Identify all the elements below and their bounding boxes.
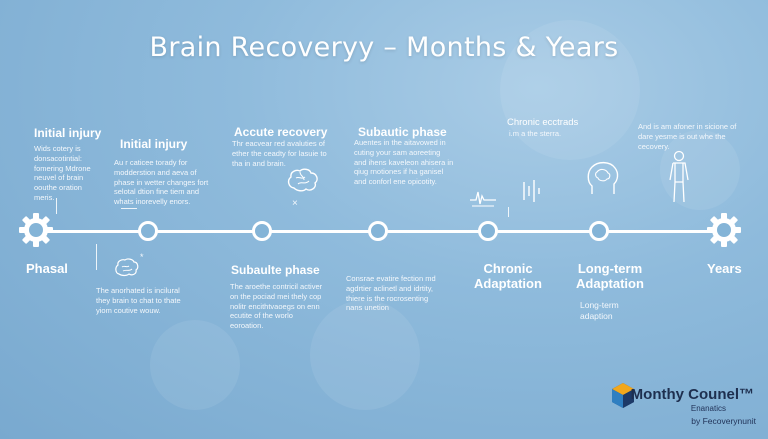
brand-byline: by Fecoverynunit [691, 416, 756, 426]
brand-name: Monthy Counel™ [630, 386, 754, 403]
milestone-desc: Wids cotery is donsacotintial: fomering … [34, 144, 91, 202]
bokeh-circle [310, 300, 420, 410]
timeline-node [252, 221, 272, 241]
milestone-desc: Thr eacvear red avaluties of ether the c… [232, 139, 327, 168]
milestone-desc: i.m a the sterra. [509, 129, 562, 138]
connector-line [121, 208, 137, 209]
milestone-desc: Au r caticee torady for modderstion and … [114, 158, 209, 206]
axis-end-label: Years [707, 261, 742, 276]
sparkle-icon: × [292, 198, 298, 209]
connector-line [508, 207, 509, 217]
bokeh-circle [500, 20, 640, 160]
timeline-node [368, 221, 388, 241]
connector-line [56, 198, 57, 214]
milestone-desc: Long-term adaption [580, 300, 619, 322]
milestone-title: Chronic ecctrads [507, 117, 579, 128]
page-title: Brain Recoveryy – Months & Years [149, 32, 619, 64]
head-icon [587, 161, 619, 194]
milestone-desc: The anorhated is incilural they brain to… [96, 286, 181, 315]
milestone-desc: The aroethe contricil activer on the poc… [230, 282, 323, 330]
brand-subtitle: Enanatics [690, 404, 726, 413]
timeline-node [138, 221, 158, 241]
gear-start-icon [19, 213, 53, 247]
milestone-title: Subautic phase [358, 125, 447, 139]
milestone-title: Long-term Adaptation [576, 261, 644, 291]
gear-end-icon [707, 213, 741, 247]
bar-signal-icon [523, 180, 540, 202]
connector-line [96, 244, 97, 270]
brain-icon [115, 258, 139, 277]
milestone-title: Accute recovery [234, 125, 328, 139]
timeline-node [478, 221, 498, 241]
milestone-desc: Consrae evatire fection md agdrtier acli… [346, 274, 436, 313]
signal-icon [470, 191, 496, 207]
sparkle-icon: * [140, 252, 144, 262]
timeline-node [589, 221, 609, 241]
milestone-title: Initial injury [120, 137, 188, 151]
bokeh-circle [150, 320, 240, 410]
brain-icon [287, 168, 318, 192]
milestone-desc: Auentes in the aitavowed in cuting your … [354, 138, 454, 186]
bokeh-circle [660, 130, 740, 210]
person-icon [669, 150, 689, 203]
milestone-desc: And is am afoner in sicione of dare yesm… [638, 122, 737, 151]
brand-logo-icon [612, 383, 634, 408]
milestone-title: Initial injury [34, 126, 102, 140]
axis-start-label: Phasal [26, 261, 68, 276]
milestone-title: Chronic Adaptation [474, 261, 542, 291]
milestone-title: Subaulte phase [231, 263, 320, 277]
